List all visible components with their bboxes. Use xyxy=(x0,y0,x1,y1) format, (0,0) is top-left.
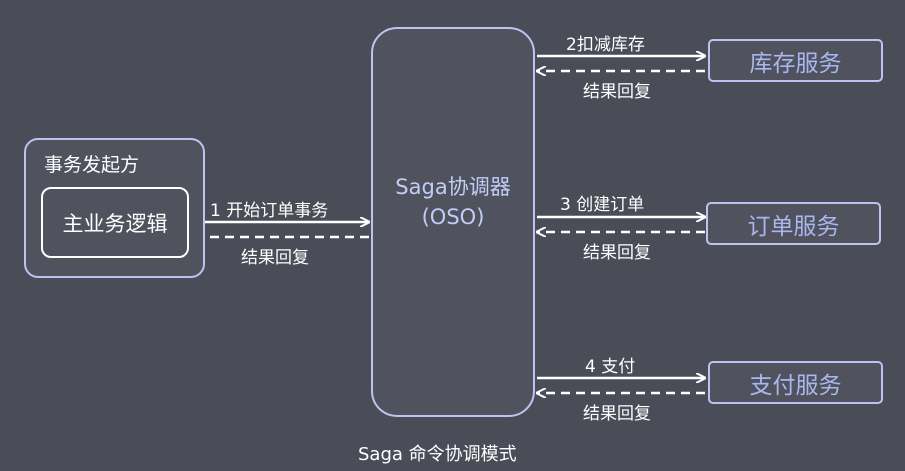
diagram-caption: Saga 命令协调模式 xyxy=(358,444,517,465)
inventory-reply-label: 结果回复 xyxy=(583,82,651,102)
payment-reply-label: 结果回复 xyxy=(583,404,651,424)
payment-label: 4 支付 xyxy=(585,357,636,377)
main-logic-label: 主业务逻辑 xyxy=(62,211,168,236)
payment-service-label: 支付服务 xyxy=(749,372,842,399)
create-order-label: 3 创建订单 xyxy=(560,195,645,215)
initiator-box: 事务发起方 主业务逻辑 xyxy=(24,138,205,278)
order-reply-label: 结果回复 xyxy=(583,243,651,263)
order-service-label: 订单服务 xyxy=(747,213,840,240)
inventory-service-label: 库存服务 xyxy=(749,50,842,77)
start-transaction-label: 1 开始订单事务 xyxy=(210,201,329,221)
order-service-box: 订单服务 xyxy=(706,202,881,245)
coordinator-box: Saga协调器 (OSO) xyxy=(371,27,535,417)
coordinator-subtitle: (OSO) xyxy=(421,204,485,229)
initiator-reply-label: 结果回复 xyxy=(241,248,309,268)
deduct-inventory-label: 2扣减库存 xyxy=(566,35,645,55)
payment-service-box: 支付服务 xyxy=(708,361,883,404)
initiator-title: 事务发起方 xyxy=(44,154,140,176)
inventory-service-box: 库存服务 xyxy=(708,39,883,82)
coordinator-title: Saga协调器 xyxy=(395,174,511,199)
main-logic-box: 主业务逻辑 xyxy=(41,187,189,258)
